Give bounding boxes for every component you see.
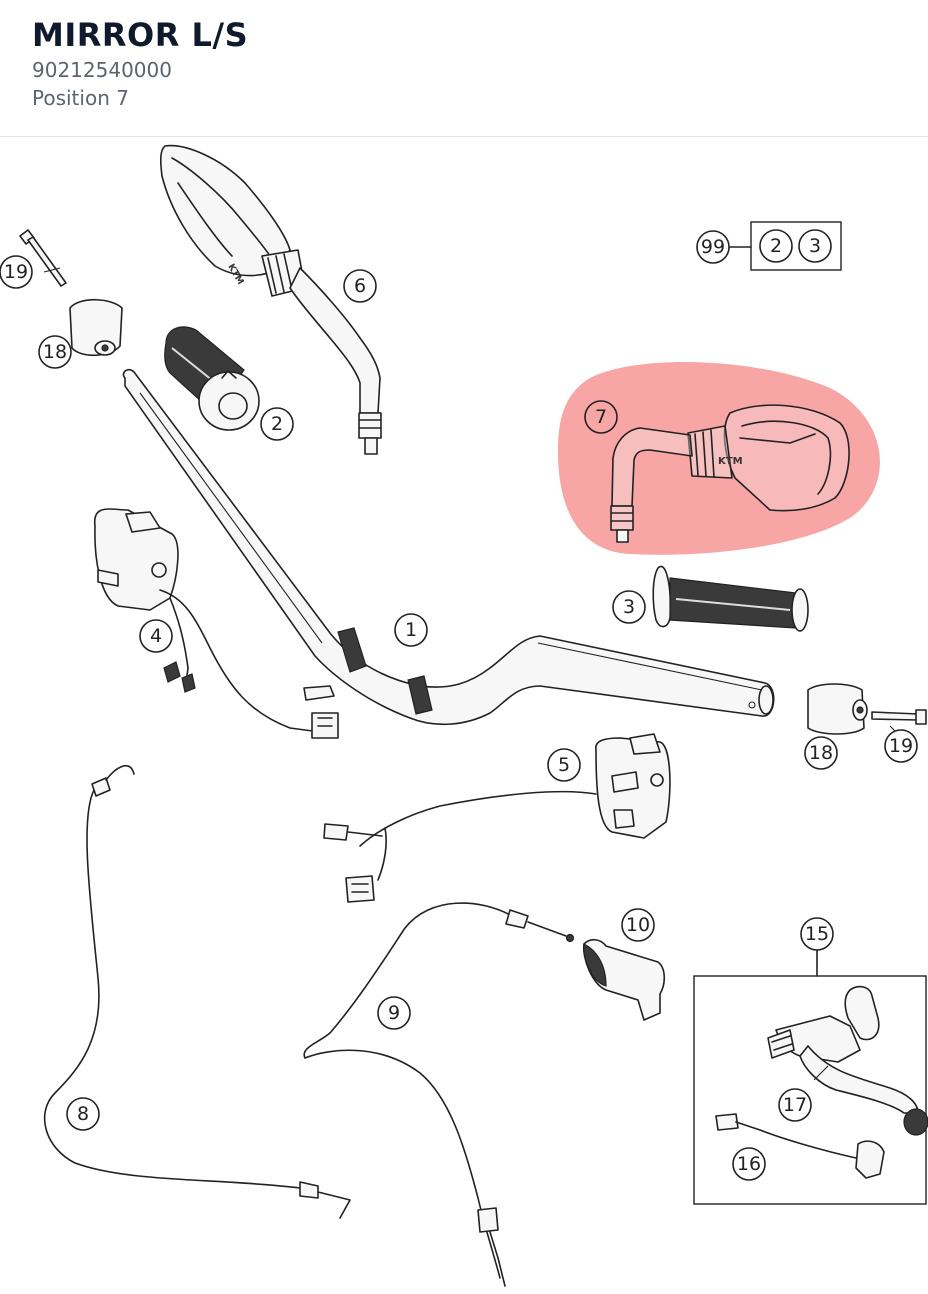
part-1-handlebar[interactable] (122, 368, 775, 726)
part-18-bar-end-right[interactable] (807, 683, 868, 735)
part-19-screw-right[interactable] (871, 709, 927, 725)
svg-text:4: 4 (150, 625, 162, 647)
part-4-switch-left[interactable] (94, 508, 339, 739)
callout-6[interactable]: 6 (343, 269, 377, 303)
part-15-kit-box (693, 975, 927, 1205)
callout-8[interactable]: 8 (66, 1097, 100, 1131)
callout-9[interactable]: 9 (377, 996, 411, 1030)
callout-7[interactable]: 7 (584, 400, 618, 434)
callout-19-right[interactable]: 19 (884, 729, 918, 763)
svg-text:10: 10 (626, 914, 650, 936)
kit-99-box (750, 221, 842, 271)
callout-2[interactable]: 2 (260, 407, 294, 441)
svg-text:KTM: KTM (718, 456, 743, 467)
callout-18-right[interactable]: 18 (804, 736, 838, 770)
svg-text:2: 2 (770, 235, 782, 257)
kit-99-callout-3[interactable]: 3 (798, 229, 832, 263)
part-6-mirror-right[interactable]: KTM (159, 144, 382, 455)
page-header: MIRROR L/S 90212540000 Position 7 (0, 0, 928, 137)
callout-18-left[interactable]: 18 (38, 335, 72, 369)
part-10-cable-cover[interactable] (582, 938, 666, 1021)
part-17-clutch-lever[interactable] (767, 985, 928, 1136)
callout-1[interactable]: 1 (394, 613, 428, 647)
callout-4[interactable]: 4 (139, 619, 173, 653)
part-18-bar-end-left[interactable] (69, 298, 123, 357)
part-3-grip-left[interactable] (652, 565, 809, 632)
svg-text:16: 16 (737, 1153, 761, 1175)
svg-text:17: 17 (783, 1094, 807, 1116)
callout-17[interactable]: 17 (778, 1088, 812, 1122)
svg-text:9: 9 (388, 1002, 400, 1024)
part-9-throttle-cable[interactable] (303, 902, 575, 1287)
callout-99[interactable]: 99 (696, 230, 730, 264)
svg-text:18: 18 (43, 341, 67, 363)
svg-text:15: 15 (805, 923, 829, 945)
position-label: Position 7 (32, 86, 129, 110)
callout-3[interactable]: 3 (612, 590, 646, 624)
part-number: 90212540000 (32, 58, 172, 82)
svg-text:1: 1 (405, 619, 417, 641)
callout-5[interactable]: 5 (547, 748, 581, 782)
part-16-lever-switch[interactable] (715, 1113, 885, 1179)
svg-text:18: 18 (809, 742, 833, 764)
svg-text:19: 19 (889, 735, 913, 757)
callout-19-left[interactable]: 19 (0, 255, 33, 289)
exploded-parts-diagram: KTM KTM (0, 138, 928, 1290)
svg-text:3: 3 (809, 235, 821, 257)
part-8-cable[interactable] (43, 764, 351, 1219)
svg-text:2: 2 (271, 413, 283, 435)
part-5-switch-right[interactable] (323, 733, 671, 903)
svg-text:99: 99 (701, 236, 725, 258)
svg-text:7: 7 (595, 406, 607, 428)
diagram-canvas: KTM KTM (0, 144, 928, 1287)
callout-16[interactable]: 16 (732, 1147, 766, 1181)
svg-text:8: 8 (77, 1103, 89, 1125)
part-7-mirror-left[interactable]: KTM (610, 404, 850, 543)
svg-text:6: 6 (354, 275, 366, 297)
svg-text:19: 19 (4, 261, 28, 283)
callout-10[interactable]: 10 (621, 908, 655, 942)
page-title: MIRROR L/S (32, 16, 249, 54)
part-2-throttle-grip[interactable] (164, 326, 260, 431)
highlight-region (557, 361, 880, 555)
callout-15[interactable]: 15 (800, 917, 834, 951)
svg-text:3: 3 (623, 596, 635, 618)
svg-text:5: 5 (558, 754, 570, 776)
kit-99-callout-2[interactable]: 2 (759, 229, 793, 263)
